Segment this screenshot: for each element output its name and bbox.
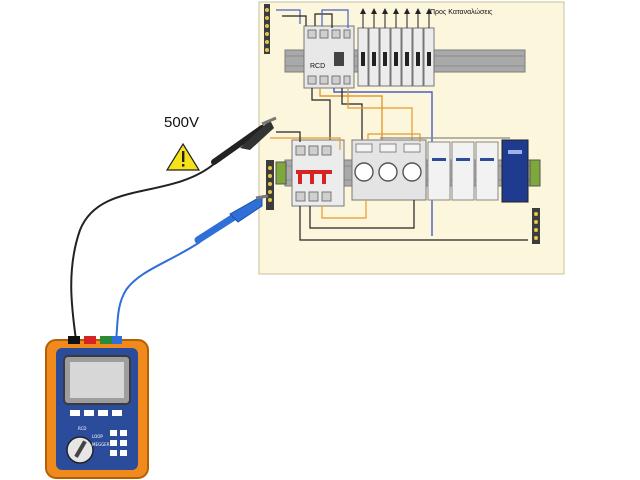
blue-lead	[115, 241, 201, 341]
board-label: Προς Καταναλώσεις	[430, 8, 493, 16]
arrow-up-icon	[360, 8, 366, 14]
mcb-lever	[405, 52, 409, 66]
right-earth-bar	[532, 208, 540, 244]
mcb-lever	[383, 52, 387, 66]
arrow-up-icon	[371, 8, 377, 14]
mcb-lever	[372, 52, 376, 66]
mcb-lever	[416, 52, 420, 66]
dial-label-megger: MEGGER	[92, 442, 110, 447]
arrow-up-icon	[382, 8, 388, 14]
top-earth-bar	[264, 4, 270, 54]
rcd-label: RCD	[310, 63, 325, 70]
arrow-up-icon	[426, 8, 432, 14]
mcb-lever	[427, 52, 431, 66]
surge-arresters	[427, 139, 529, 203]
blue-probe-clip	[194, 194, 269, 244]
arrow-up-icon	[404, 8, 410, 14]
arrow-up-icon	[415, 8, 421, 14]
left-earth-bar	[266, 160, 274, 210]
rcd-device: RCD	[303, 25, 355, 89]
voltage-label: 500V	[164, 114, 199, 131]
mcb-row	[357, 8, 435, 87]
mcb-lever	[361, 52, 365, 66]
dial-label-rcd: RCD	[78, 426, 86, 431]
fuse-holders	[351, 139, 427, 201]
insulation-tester-icon: RCD LOOP MEGGER	[45, 336, 149, 479]
mcb-lever	[394, 52, 398, 66]
dial-label-loop: LOOP	[92, 434, 103, 439]
arrow-up-icon	[393, 8, 399, 14]
warning-triangle-icon	[165, 142, 201, 171]
main-switch	[291, 139, 345, 207]
black-probe-clip	[211, 116, 277, 165]
black-lead	[70, 163, 215, 341]
